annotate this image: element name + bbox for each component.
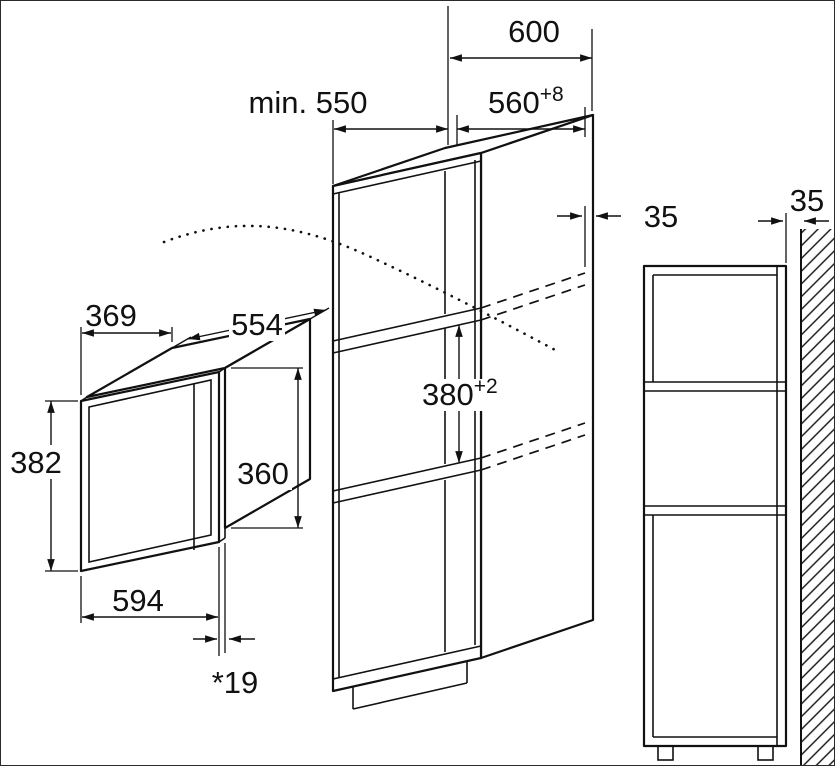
wall-section — [800, 229, 834, 765]
dim-front-height — [45, 400, 78, 572]
hidden-shelf-edges — [480, 272, 586, 471]
shelf-back-clearance-label: 35 — [644, 199, 678, 234]
dim-appliance-depth — [80, 327, 173, 395]
microwave-door-outline — [88, 379, 212, 563]
side-view-foot — [757, 745, 774, 761]
upper-shelf-front-edge — [332, 307, 482, 342]
cabinet-width-label: 600 — [508, 14, 560, 49]
min-depth-label: min. 550 — [249, 85, 368, 120]
niche-width-label: 560+8 — [488, 83, 564, 120]
appliance-width-label: 554 — [231, 307, 283, 342]
cabinet-plinth — [352, 661, 468, 710]
cabinet-front-face — [331, 151, 483, 693]
tall-cabinet-drawing — [331, 113, 595, 710]
dim-cabinet-width — [447, 6, 593, 145]
dim-min-depth — [332, 120, 448, 184]
cabinet-side-view-drawing — [642, 264, 788, 761]
side-view-foot — [657, 745, 674, 761]
door-offset-label: *19 — [212, 665, 259, 700]
lower-shelf-front-edge — [332, 457, 482, 492]
dim-wall-clearance — [758, 213, 829, 263]
dim-front-width — [80, 547, 220, 656]
body-height-label: 360 — [237, 456, 289, 491]
dim-body-height — [231, 367, 303, 529]
front-height-label: 382 — [10, 445, 62, 480]
niche-height-label: 380+2 — [422, 375, 498, 412]
dim-niche-width — [456, 107, 586, 145]
dimension-labels: 600 min. 550 560+8 35 35 369 554 382 360… — [7, 14, 824, 700]
wall-clearance-label: 35 — [790, 183, 824, 218]
microwave-oven-drawing — [79, 317, 312, 573]
dim-door-offset — [193, 543, 255, 653]
front-width-label: 594 — [112, 583, 164, 618]
dim-shelf-back-clearance — [557, 206, 621, 267]
microwave-front-panel — [79, 370, 221, 573]
wall-hatching — [801, 229, 834, 765]
appliance-depth-label: 369 — [85, 298, 137, 333]
